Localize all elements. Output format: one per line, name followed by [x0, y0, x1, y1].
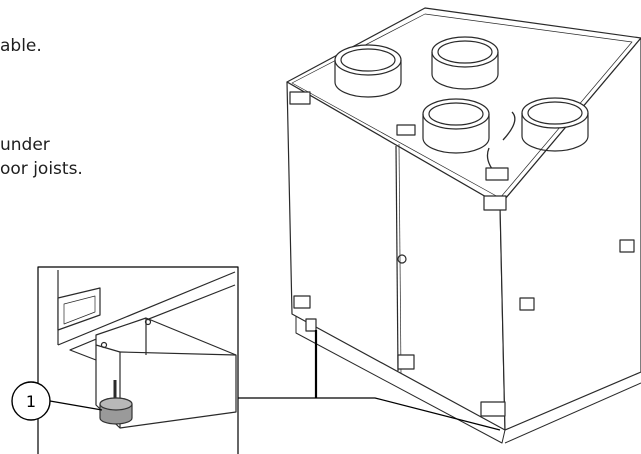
callout-1 — [11, 381, 103, 421]
detail-inset — [37, 266, 239, 454]
ventilation-unit-drawing — [286, 7, 641, 444]
instruction-text-line-2: under — [0, 135, 50, 155]
instruction-text-line-1: able. — [0, 36, 42, 56]
duct-connector-top-left — [334, 44, 402, 98]
instruction-text-line-3: oor joists. — [0, 159, 83, 179]
duct-connector-top-right — [431, 36, 499, 90]
duct-connector-front — [422, 98, 490, 154]
callout-number: 1 — [26, 392, 36, 411]
duct-connector-back — [521, 97, 589, 152]
